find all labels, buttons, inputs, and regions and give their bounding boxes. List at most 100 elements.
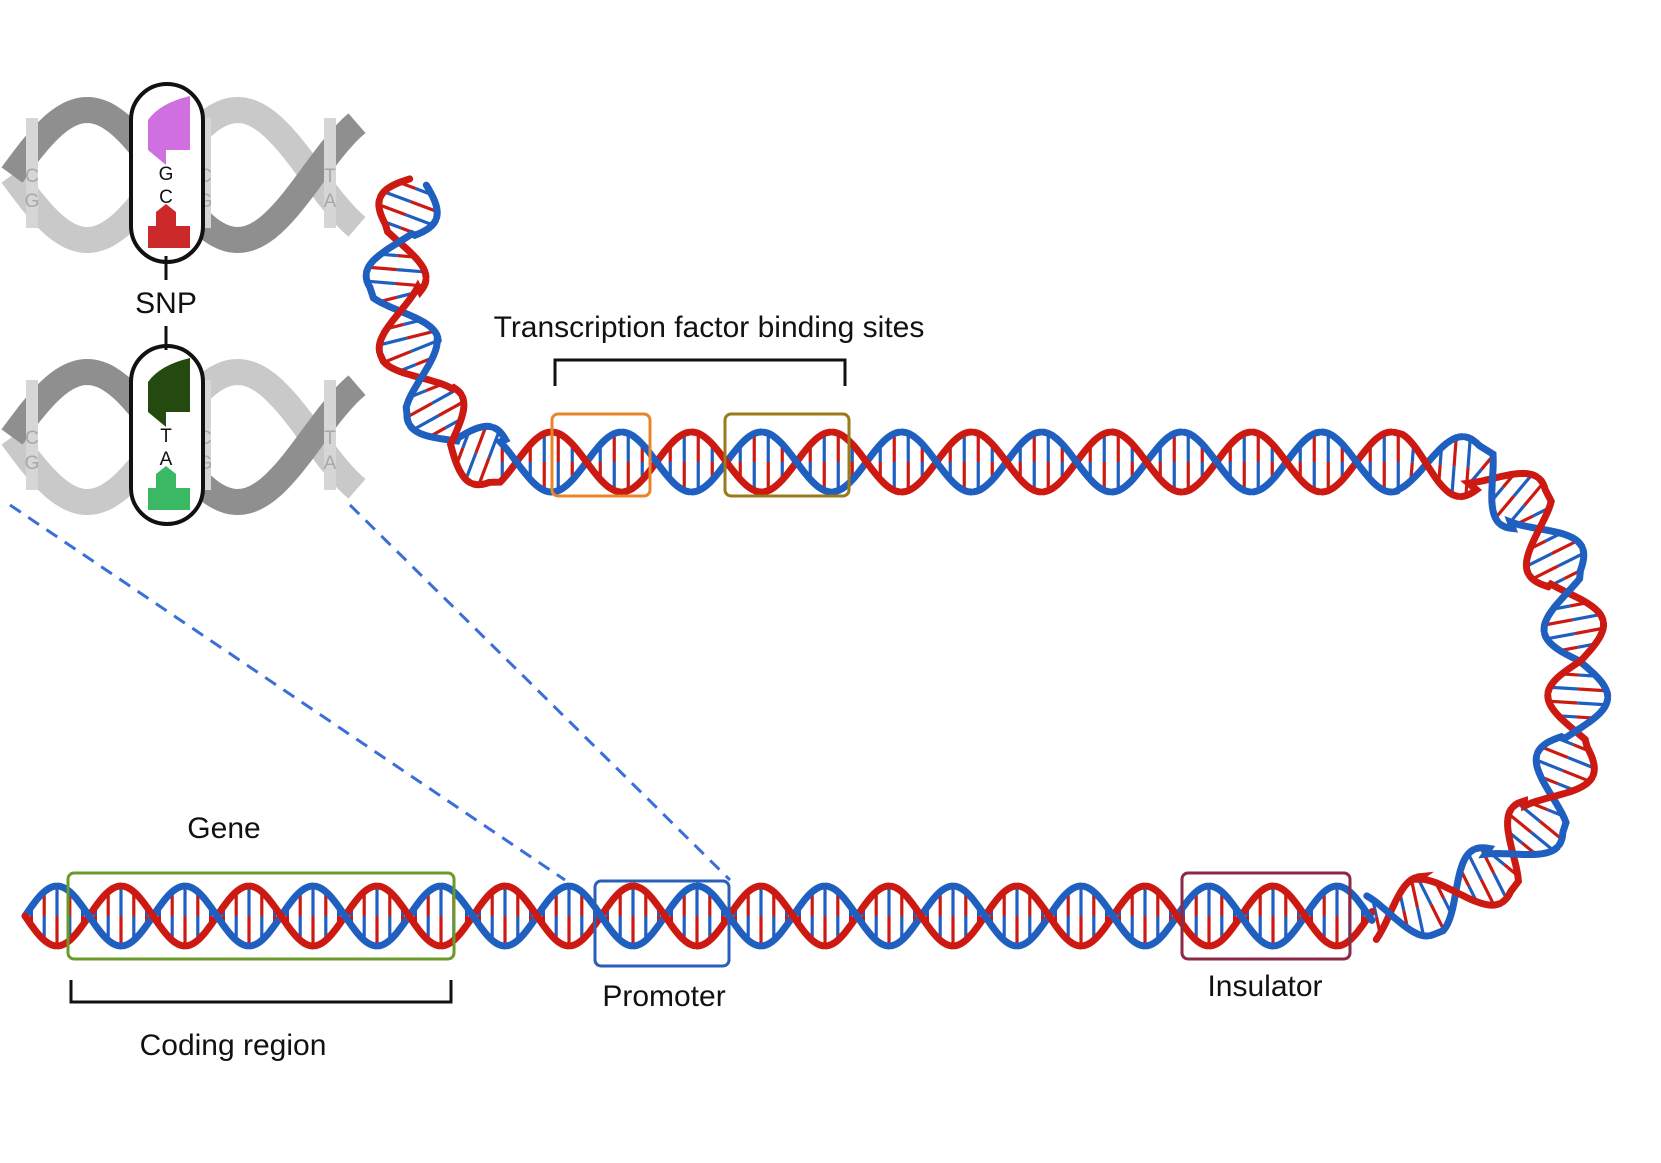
snp-inset-bottom: CGCGTATA: [1, 344, 366, 526]
base-pair-rung: [1409, 879, 1420, 909]
base-pair-rung: [410, 200, 438, 214]
insulator-box: [1180, 871, 1352, 961]
zoom-line-left: [9, 503, 566, 882]
dna-strand: [312, 882, 380, 950]
dna-strand: [375, 882, 443, 950]
dna-strand: [1272, 882, 1340, 950]
snp-base-top-tip: [148, 412, 166, 427]
dna-strand: [490, 424, 555, 496]
base-pair-rung: [1548, 699, 1578, 705]
base-pair-rung: [1450, 465, 1456, 495]
dna-strand: [888, 882, 956, 950]
dna-strand: [1540, 545, 1588, 635]
snp-base-letter-bottom: C: [159, 187, 173, 208]
dna-strand: [1143, 882, 1211, 950]
base-pair-rung: [1494, 495, 1515, 520]
base-pair-rung: [1466, 853, 1483, 881]
tf-site-box-2: [723, 412, 851, 498]
dna-strand: [898, 428, 975, 496]
base-pair-rung: [1416, 878, 1433, 906]
base-pair-rung: [1557, 551, 1585, 568]
snp-base-top: [148, 96, 190, 150]
base-pair-rung: [1466, 438, 1472, 468]
dna-strand: [422, 181, 441, 222]
dna-strand: [550, 428, 624, 496]
dna-strand: [1039, 428, 1113, 496]
dna-strand: [446, 393, 474, 487]
dna-strand: [1390, 428, 1462, 500]
dna-strand: [21, 882, 59, 920]
base-pair-rung: [1578, 687, 1607, 693]
dna-strand: [120, 882, 188, 950]
dna-strand: [630, 882, 698, 950]
base-letter: C: [25, 166, 39, 187]
dna-strand: [363, 217, 439, 276]
dna-strand: [759, 882, 827, 950]
dna-strand: [1335, 882, 1376, 924]
base-pair-rung: [1529, 830, 1555, 852]
base-pair-rung: [410, 339, 438, 354]
base-pair-rung: [1415, 907, 1426, 937]
base-pair-rung: [368, 265, 397, 272]
snp-base-letter-bottom: A: [160, 449, 173, 470]
dna-strand: [1461, 433, 1502, 526]
dna-strand: [1544, 619, 1607, 696]
tf-binding-sites-label: Transcription factor binding sites: [494, 311, 925, 344]
base-pair-rung: [1551, 539, 1578, 556]
tf-bracket: [553, 358, 847, 386]
base-pair-rung: [396, 268, 426, 274]
base-pair-rung: [412, 414, 440, 431]
base-pair-rung: [1492, 872, 1508, 900]
dna-strand: [829, 428, 903, 496]
promoter-label: Promoter: [602, 980, 725, 1013]
base-pair-rung: [383, 350, 412, 364]
dna-strand: [1509, 774, 1596, 812]
dna-strand: [183, 882, 251, 950]
dna-helix-upper: [362, 175, 1612, 943]
base-pair-rung: [1523, 482, 1545, 507]
snp-grey-rung: [324, 118, 336, 228]
snp-base-top: [148, 358, 190, 412]
base-pair-rung: [477, 457, 491, 486]
base-pair-rung: [1525, 552, 1553, 568]
snp-base-bottom-tip: [156, 466, 176, 488]
base-pair-rung: [1541, 745, 1569, 760]
base-pair-rung: [406, 401, 433, 419]
dna-strand: [1472, 843, 1561, 859]
base-pair-rung: [383, 190, 412, 204]
base-pair-rung: [1507, 812, 1532, 834]
dna-strand: [1318, 428, 1395, 496]
dna-strand: [970, 428, 1044, 496]
dna-strand: [1180, 428, 1254, 496]
dna-strand: [1014, 882, 1085, 950]
base-pair-rung: [1567, 756, 1595, 770]
base-pair-rung: [405, 213, 434, 227]
base-pair-rung: [1452, 437, 1458, 467]
promoter-box: [593, 879, 731, 968]
snp-base-bottom-tip: [156, 204, 176, 226]
snp-grey-rung: [26, 118, 38, 228]
base-letter: T: [324, 428, 336, 449]
dna-strand: [246, 882, 317, 950]
base-pair-rung: [1546, 631, 1576, 641]
snp-grey-rung: [324, 380, 336, 490]
dna-strand: [619, 428, 693, 496]
base-letter: G: [25, 191, 40, 212]
dna-strand: [438, 882, 509, 950]
base-pair-rung: [474, 425, 488, 454]
dna-strand: [1522, 475, 1555, 577]
base-letter: C: [25, 428, 39, 449]
gene-label: Gene: [187, 812, 260, 845]
dna-strand: [1080, 882, 1148, 950]
base-pair-rung: [1544, 618, 1573, 627]
base-pair-rung: [366, 279, 396, 286]
base-letter: G: [25, 453, 40, 474]
base-pair-rung: [464, 452, 478, 481]
tf-site-box-1: [550, 412, 652, 498]
snp-label: SNP: [135, 287, 197, 320]
base-pair-rung: [1429, 903, 1446, 931]
snp-base-letter-top: T: [160, 426, 172, 447]
dna-strand: [822, 882, 893, 950]
base-pair-rung: [1512, 473, 1534, 498]
